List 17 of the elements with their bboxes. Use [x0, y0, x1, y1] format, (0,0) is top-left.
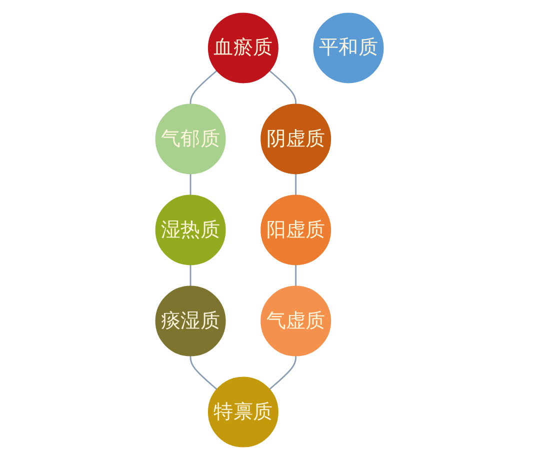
node-circle: 平和质: [313, 12, 384, 84]
node-circle: 湿热质: [155, 194, 226, 266]
connector: [295, 264, 297, 286]
node-circle: 气虚质: [260, 286, 332, 356]
node-circle: 特禀质: [208, 376, 278, 448]
node-circle: 气郁质: [155, 104, 226, 174]
connector: [295, 174, 297, 196]
node-circle: 血瘀质: [208, 12, 278, 84]
connector: [269, 70, 297, 104]
connector: [190, 174, 192, 196]
node-circle: 阴虚质: [260, 104, 332, 174]
connector: [190, 356, 218, 390]
connector: [269, 356, 297, 390]
connector: [190, 70, 218, 104]
node-circle: 阳虚质: [260, 194, 332, 266]
node-circle: 痰湿质: [155, 286, 226, 356]
connector: [190, 264, 192, 286]
